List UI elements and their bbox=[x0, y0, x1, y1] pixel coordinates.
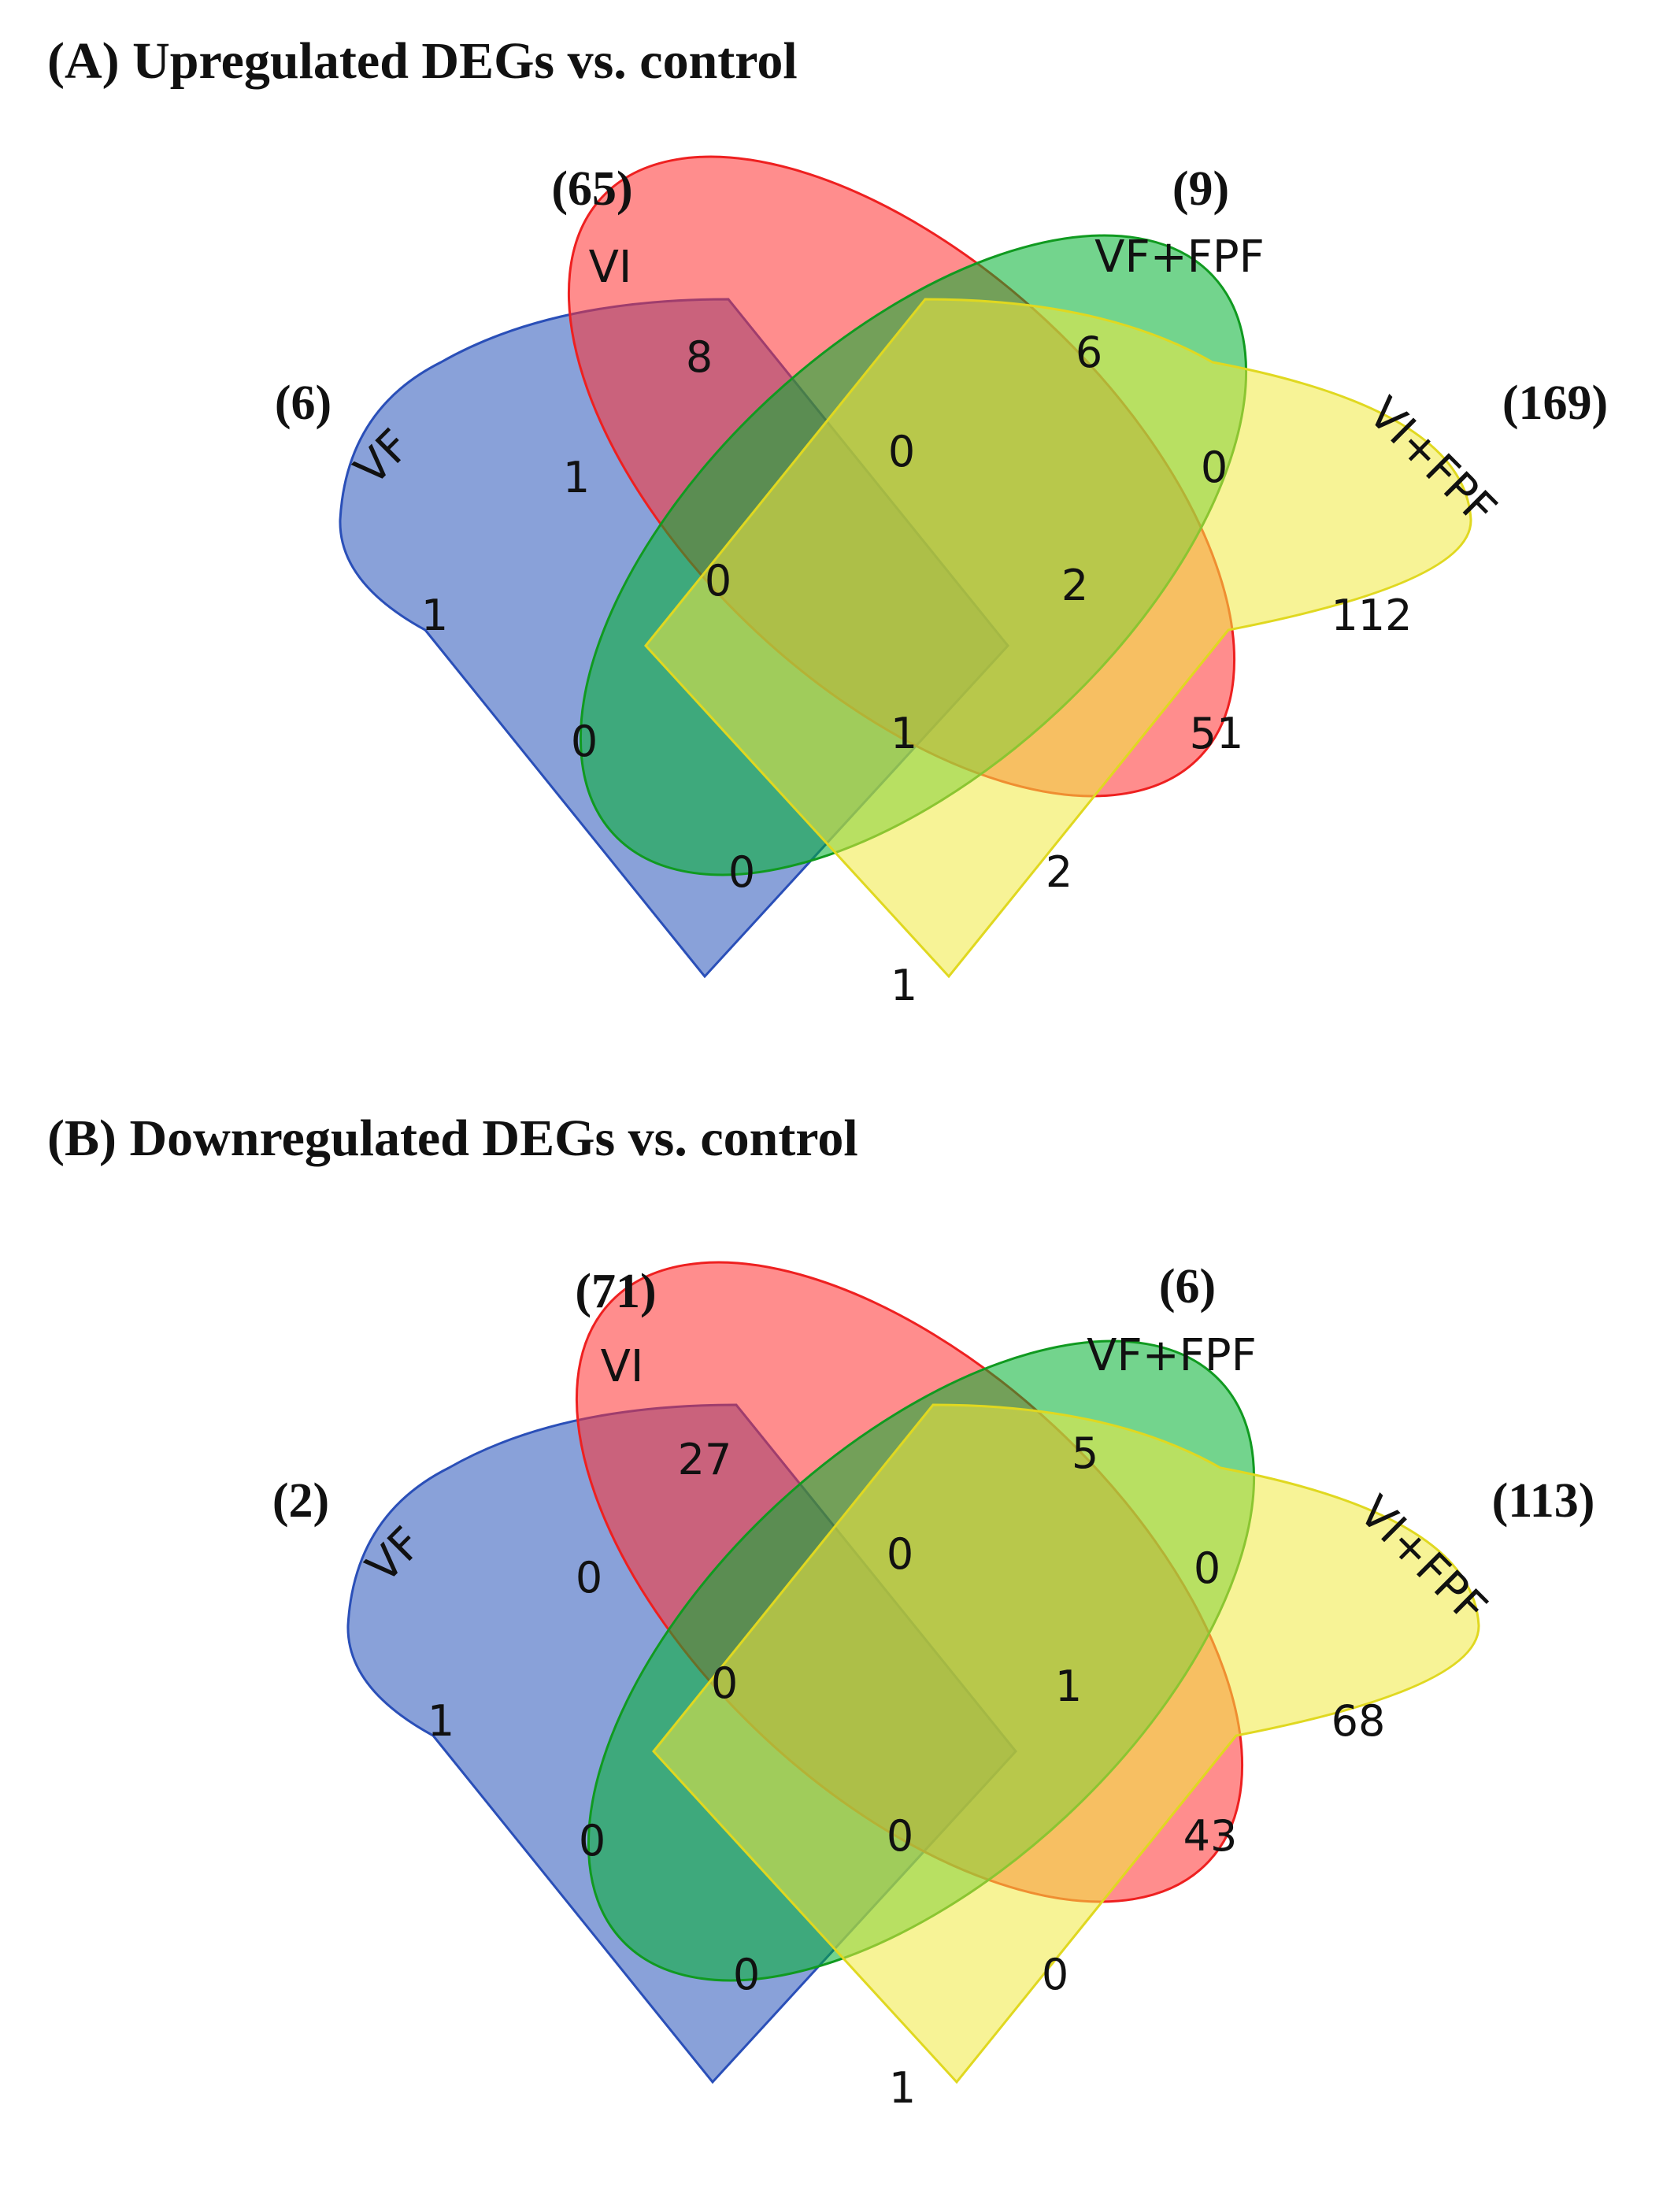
region-vffpf-vifpf: 0 bbox=[1201, 443, 1228, 492]
panel-b-downregulated: (71) (6) (2) (113) VI VF+FPF VF VI+FPF 1… bbox=[0, 1106, 1674, 2211]
set-vi-fpf-shape bbox=[652, 1403, 1480, 2084]
region-vf-vifpf: 1 bbox=[889, 2063, 916, 2113]
region-vi-only: 8 bbox=[686, 332, 713, 382]
set-vi-fpf-shape bbox=[644, 298, 1472, 979]
region-vi-vffpf-vifpf: 1 bbox=[1055, 1662, 1082, 1711]
panel-b-title: (B) Downregulated DEGs vs. control bbox=[47, 1110, 858, 1167]
region-vf-vffpf-vifpf: 0 bbox=[728, 847, 755, 897]
region-vf-vffpf: 0 bbox=[579, 1816, 606, 1866]
region-vifpf-only: 68 bbox=[1331, 1696, 1386, 1746]
region-vifpf-only: 112 bbox=[1331, 591, 1412, 640]
label-vi: VI bbox=[601, 1341, 644, 1392]
region-vf-vffpf-vifpf: 0 bbox=[733, 1950, 760, 1999]
label-vi: VI bbox=[589, 242, 632, 293]
region-vi-vffpf: 0 bbox=[888, 427, 915, 476]
region-all: 1 bbox=[891, 709, 917, 758]
region-vi-vffpf: 0 bbox=[887, 1529, 913, 1579]
region-vf-only: 1 bbox=[428, 1696, 454, 1746]
region-vf-vifpf: 1 bbox=[891, 961, 917, 1010]
region-vf-only: 1 bbox=[421, 591, 448, 640]
total-vf: (2) bbox=[272, 1474, 329, 1528]
region-vi-vffpf-vifpf: 2 bbox=[1061, 561, 1088, 610]
total-vf-fpf: (9) bbox=[1172, 162, 1229, 216]
region-vf-vi-vifpf: 0 bbox=[1042, 1950, 1068, 1999]
region-vi-only: 27 bbox=[678, 1435, 732, 1484]
region-vffpf-vifpf: 0 bbox=[1194, 1543, 1220, 1593]
panel-a-upregulated: (65) (9) (6) (169) VI VF+FPF VF VI+FPF 1… bbox=[47, 32, 1608, 1010]
venn-diagram-a: (65) (9) (6) (169) VI VF+FPF VF VI+FPF 1… bbox=[275, 155, 1608, 1010]
venn-diagram-b: (71) (6) (2) (113) VI VF+FPF VF VI+FPF 1… bbox=[272, 1260, 1595, 2113]
region-vf-vi: 1 bbox=[563, 453, 590, 502]
region-vffpf-only: 5 bbox=[1072, 1428, 1098, 1478]
region-vf-vi-vifpf: 2 bbox=[1046, 847, 1072, 897]
total-vi: (71) bbox=[575, 1265, 656, 1318]
region-vi-vifpf: 43 bbox=[1183, 1811, 1238, 1861]
region-vffpf-only: 6 bbox=[1076, 328, 1102, 377]
total-vi-fpf: (169) bbox=[1502, 376, 1608, 430]
total-vf: (6) bbox=[275, 376, 331, 430]
total-vi: (65) bbox=[551, 162, 632, 216]
region-vi-vifpf: 51 bbox=[1190, 709, 1244, 758]
region-all: 0 bbox=[887, 1811, 913, 1861]
total-vf-fpf: (6) bbox=[1159, 1260, 1216, 1313]
panel-a-title: (A) Upregulated DEGs vs. control bbox=[47, 32, 798, 90]
region-vf-vi: 0 bbox=[576, 1553, 602, 1602]
region-vf-vffpf: 0 bbox=[571, 717, 598, 766]
label-vf-fpf: VF+FPF bbox=[1094, 232, 1265, 283]
label-vf-fpf: VF+FPF bbox=[1087, 1330, 1257, 1381]
region-vf-vi-vffpf: 0 bbox=[705, 556, 731, 606]
total-vi-fpf: (113) bbox=[1492, 1474, 1595, 1528]
region-vf-vi-vffpf: 0 bbox=[711, 1658, 738, 1708]
